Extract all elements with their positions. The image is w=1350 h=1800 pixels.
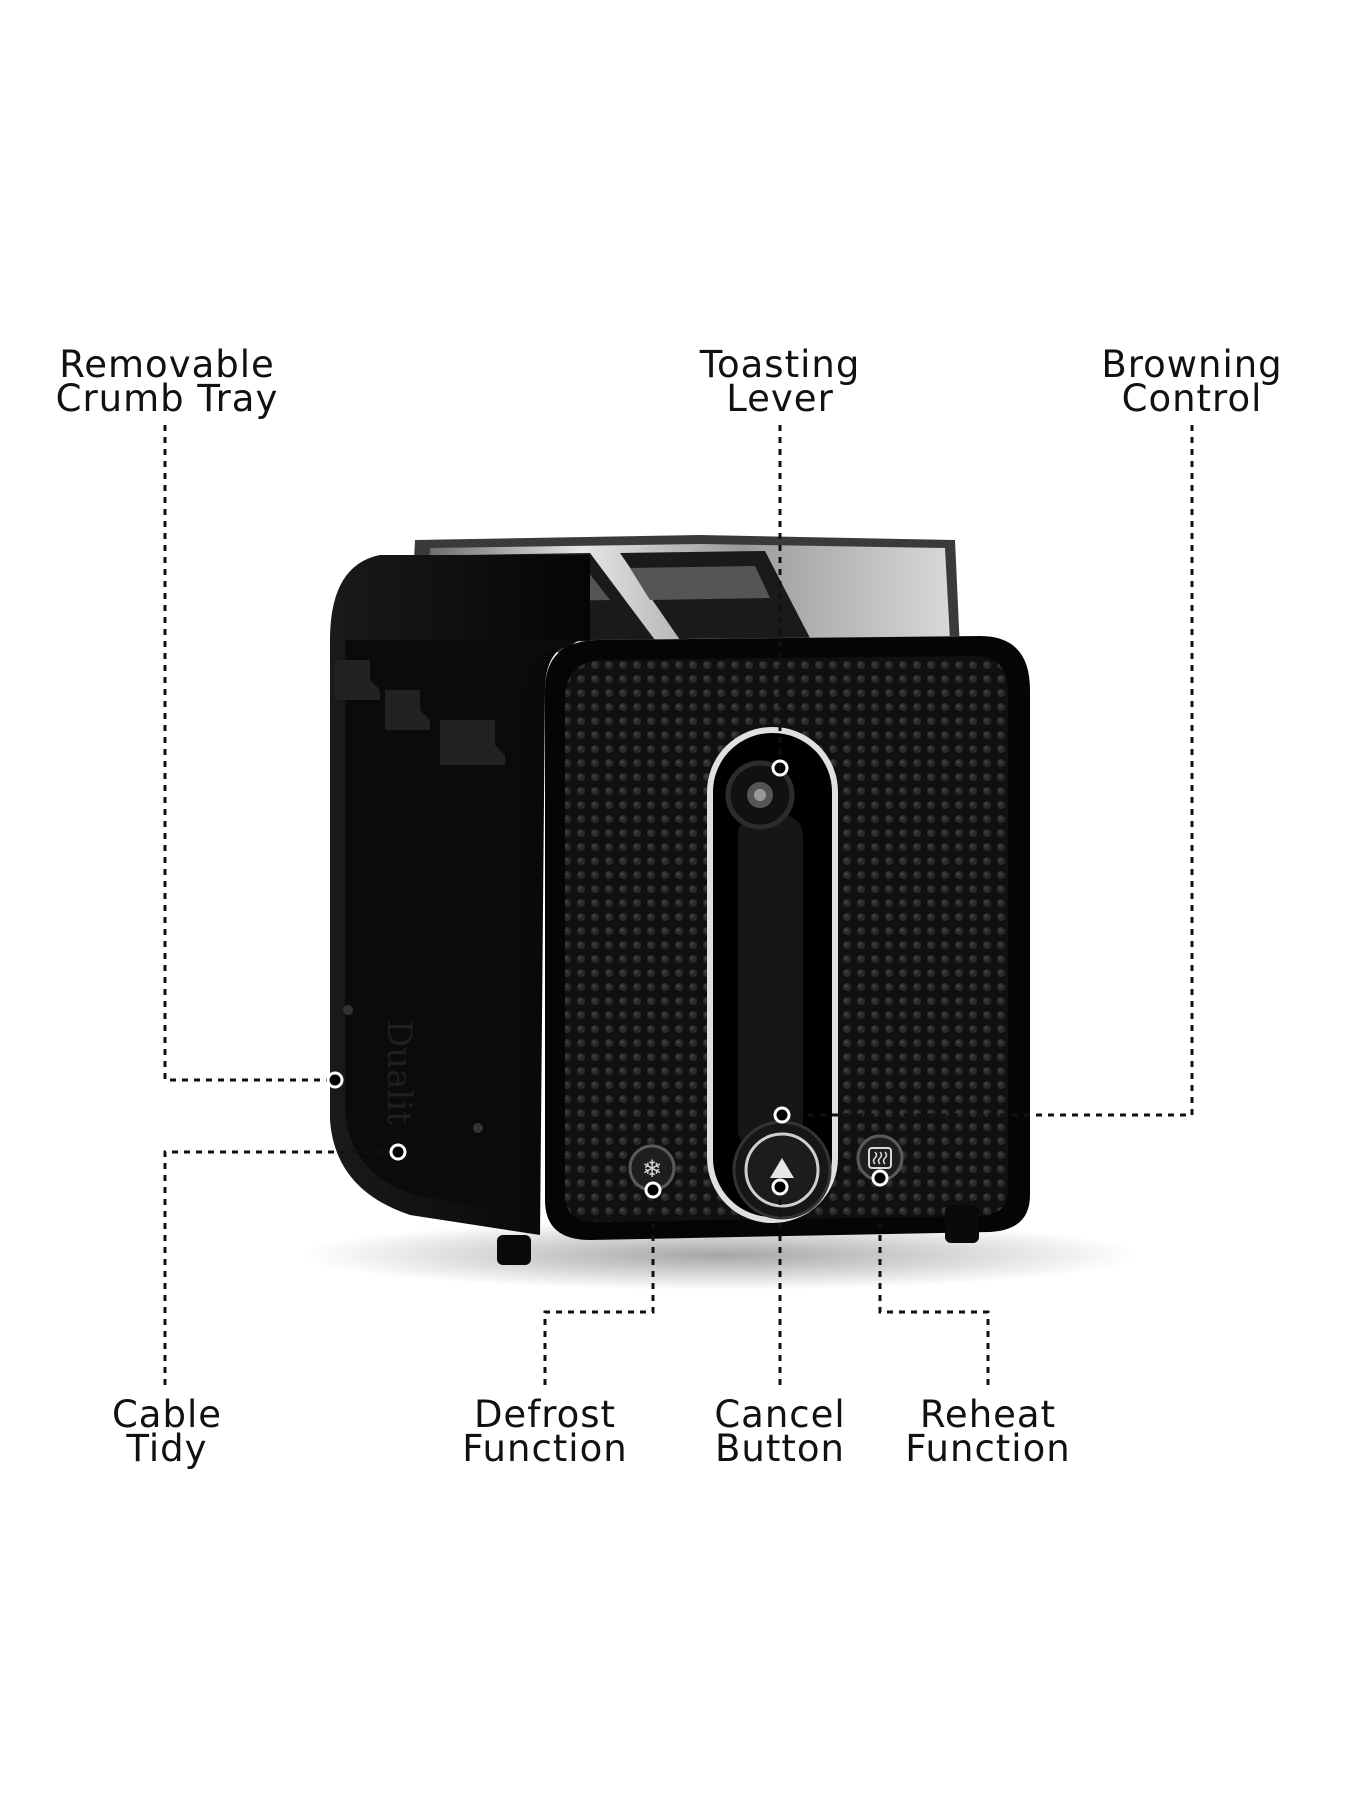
label-browning-control: Browning Control [1052, 343, 1332, 420]
label-line: Crumb Tray [55, 377, 279, 420]
toasting-lever-knob[interactable] [725, 760, 795, 830]
snowflake-icon: ❄ [642, 1155, 662, 1183]
leader-defrost [543, 1192, 655, 1385]
label-defrost-function: Defrost Function [405, 1393, 685, 1470]
steam-toast-icon [868, 1147, 892, 1169]
label-line: Function [905, 1427, 1071, 1470]
label-line: Reheat [919, 1393, 1057, 1436]
leader-lines [163, 425, 1194, 1385]
foot [945, 1205, 979, 1243]
browning-control-dial[interactable] [732, 1120, 832, 1220]
leader-crumb-tray [163, 425, 335, 1082]
brand-emboss: Dualit [379, 1020, 419, 1125]
leader-endpoints [326, 759, 889, 1199]
label-line: Toasting [699, 343, 861, 386]
leader-cable-tidy [163, 1150, 398, 1385]
leader-browning-control [785, 425, 1194, 1117]
label-removable-crumb-tray: Removable Crumb Tray [27, 343, 307, 420]
label-line: Cancel [714, 1393, 846, 1436]
label-line: Function [462, 1427, 628, 1470]
label-line: Defrost [473, 1393, 617, 1436]
label-reheat-function: Reheat Function [848, 1393, 1128, 1470]
label-line: Removable [59, 343, 275, 386]
label-line: Cable [111, 1393, 223, 1436]
triangle-up-icon [770, 1158, 794, 1178]
label-cancel-button: Cancel Button [640, 1393, 920, 1470]
front-panel: ❄ [497, 636, 1030, 1265]
reheat-button[interactable] [856, 1134, 904, 1182]
label-line: Button [715, 1427, 845, 1470]
label-line: Tidy [126, 1427, 208, 1470]
foot [497, 1235, 531, 1265]
label-line: Control [1121, 377, 1263, 420]
leader-reheat [878, 1180, 990, 1385]
label-line: Browning [1101, 343, 1283, 386]
label-line: Lever [726, 377, 834, 420]
label-cable-tidy: Cable Tidy [27, 1393, 307, 1470]
label-toasting-lever: Toasting Lever [640, 343, 920, 420]
